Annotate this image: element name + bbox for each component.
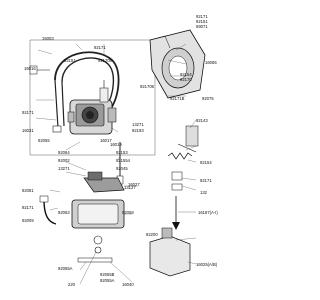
- label-921708: 921708: [98, 58, 112, 63]
- label-16016: 16016: [24, 66, 36, 71]
- label-92200: 92200: [146, 232, 158, 237]
- label-92055c: 92055A: [100, 278, 115, 283]
- label-92151: 92151: [64, 58, 76, 63]
- label-92081: 92081: [22, 188, 34, 193]
- label-92171: 92171: [94, 45, 106, 50]
- label-220: 220: [68, 282, 75, 287]
- intake-duct: [149, 29, 206, 99]
- label-92143: 92143: [196, 118, 208, 123]
- label-92151-right: 92151: [196, 19, 208, 24]
- label-921554: 921554: [116, 158, 130, 163]
- label-16187: 16187(A-I): [198, 210, 218, 215]
- throttle-slide: [99, 87, 109, 103]
- label-16027: 16027: [128, 182, 140, 187]
- label-92055a: 92055A: [58, 266, 73, 271]
- label-16040: 16040: [122, 282, 134, 287]
- label-92154: 92154: [180, 72, 192, 77]
- label-92171b: 92171B: [170, 96, 185, 101]
- throttle-cable-2: [61, 57, 115, 109]
- drain-plug: [93, 235, 103, 245]
- jet-block: [149, 227, 191, 277]
- label-92058: 92058: [122, 210, 134, 215]
- label-13127: 13127: [124, 185, 136, 190]
- label-92002: 92002: [58, 158, 70, 163]
- label-92055b: 92055B: [100, 272, 115, 277]
- label-92171-low: 92171: [22, 205, 34, 210]
- label-92171-mid: 92171: [200, 178, 212, 183]
- label-92171-left: 92171: [22, 110, 34, 115]
- label-92055: 92055: [38, 138, 50, 143]
- assembly-frame: [29, 39, 156, 156]
- label-92075: 92075: [202, 96, 214, 101]
- label-16025: 16025(A/B): [196, 262, 218, 267]
- gasket: [77, 257, 113, 263]
- label-92063: 92063: [58, 210, 70, 215]
- label-92145: 92154: [200, 160, 212, 165]
- label-132: 132: [200, 190, 207, 195]
- label-921706: 921706: [140, 84, 154, 89]
- needle-parts: [167, 125, 199, 230]
- float: [83, 177, 125, 193]
- label-16019: 16019: [110, 142, 122, 147]
- label-59071: 59071: [196, 24, 208, 29]
- leader-lines: [35, 43, 197, 285]
- cable-adjuster: [52, 125, 62, 133]
- throttle-cable: [54, 51, 120, 111]
- label-16065: 16065: [205, 60, 217, 65]
- label-92009: 92009: [22, 218, 34, 223]
- label-92170: 92170: [180, 77, 192, 82]
- label-92045: 92045: [116, 166, 128, 171]
- label-92171-right: 92171: [196, 14, 208, 19]
- label-16017: 16017: [100, 138, 112, 143]
- cable-end: [54, 79, 59, 129]
- carburetor-body: [67, 99, 117, 135]
- spring: [167, 152, 193, 160]
- label-92153: 92153: [116, 150, 128, 155]
- cable-end-2: [61, 81, 65, 127]
- parts-diagram: [29, 29, 206, 285]
- drain-tube: [43, 199, 57, 225]
- label-92064: 92064: [58, 150, 70, 155]
- label-13271: 13271: [132, 122, 144, 127]
- label-16031: 16031: [22, 128, 34, 133]
- label-15003: 15003: [42, 36, 54, 41]
- label-13271-b: 13271: [58, 166, 70, 171]
- float-bowl: [71, 199, 125, 229]
- label-92193: 92193: [132, 128, 144, 133]
